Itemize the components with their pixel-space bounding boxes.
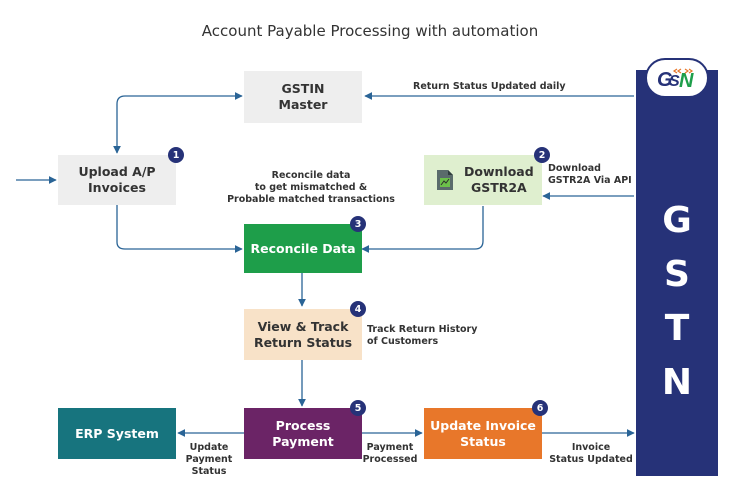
download-label: Download GSTR2A [464,164,534,195]
reconcile-data-box: Reconcile Data [244,224,362,273]
svg-text:G: G [657,69,673,91]
gstn-vertical-text: G S T N [636,194,718,410]
label-return-status-daily: Return Status Updated daily [413,81,566,92]
arrow-upload-reconcile [116,205,243,253]
gstn-letter: N [661,362,693,403]
arrow-upload-gstin [113,92,243,154]
label-payment-processed: Payment Processed [362,442,418,465]
label-track-history: Track Return History of Customers [367,324,478,347]
page-title: Account Payable Processing with automati… [201,22,539,40]
gstn-logo: G S N [645,58,709,98]
gstn-letter: T [664,308,690,349]
label-update-payment-status: Update Payment Status [185,442,233,477]
gstn-letter: G [662,200,692,241]
step-badge-3: 3 [350,216,366,232]
step-badge-1: 1 [168,147,184,163]
gstin-master-box: GSTIN Master [244,71,362,123]
gstn-letter: S [664,254,690,295]
view-track-box: View & Track Return Status [244,309,362,360]
step-badge-6: 6 [532,400,548,416]
step-badge-4: 4 [350,301,366,317]
label-reconcile-note: Reconcile data to get mismatched & Proba… [227,170,395,205]
gstn-logo-mark: G S N [657,68,694,91]
step-badge-2: 2 [534,147,550,163]
svg-text:N: N [679,70,694,91]
label-download-via-api: Download GSTR2A Via API [548,163,632,186]
erp-system-box: ERP System [58,408,176,459]
svg-text:S: S [669,73,680,90]
spreadsheet-icon [437,170,453,190]
step-badge-5: 5 [350,400,366,416]
upload-invoices-box: Upload A/P Invoices [58,155,176,205]
gstn-panel: G S T N [636,70,718,476]
download-gstr2a-box: Download GSTR2A [424,155,542,205]
process-payment-box: Process Payment [244,408,362,459]
label-invoice-status-updated: Invoice Status Updated [549,442,633,465]
update-invoice-box: Update Invoice Status [424,408,542,459]
arrow-download-reconcile [361,206,484,253]
